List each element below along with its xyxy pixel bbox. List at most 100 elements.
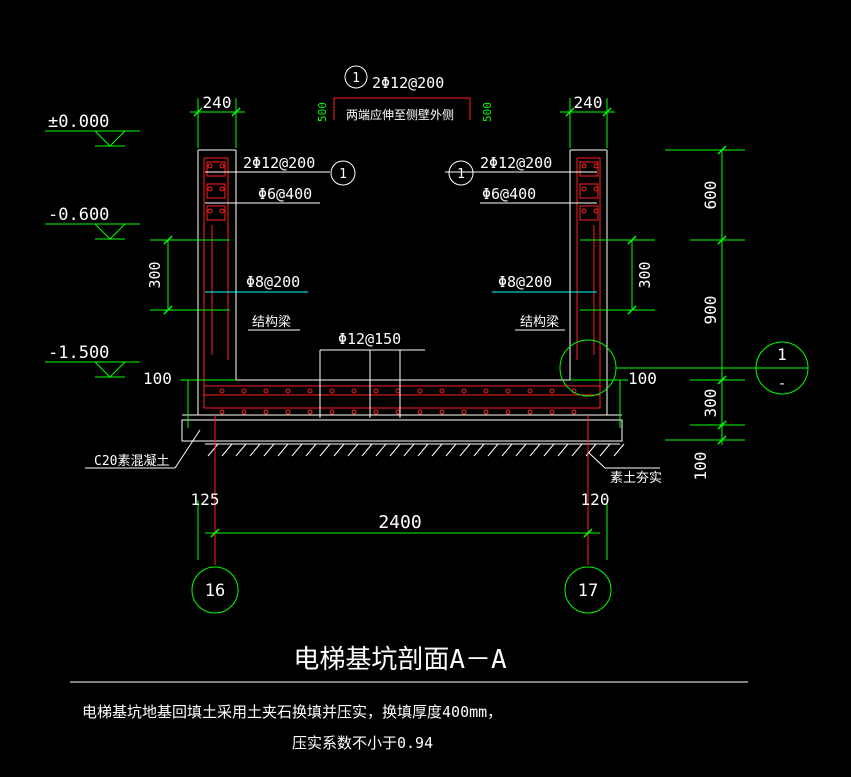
rebar-dot — [329, 409, 335, 415]
hatch-stroke — [389, 443, 401, 457]
level-2: -1.500 — [48, 343, 109, 363]
left-stirrup: Φ6@400 — [258, 185, 312, 203]
top-marker: 1 — [352, 71, 360, 86]
rebar-dot — [219, 208, 225, 214]
rebar-dot — [439, 409, 445, 415]
hatch-stroke — [501, 443, 513, 457]
hatch-stroke — [459, 443, 471, 457]
rebar-dot — [395, 409, 401, 415]
detail-marker-top: 1 — [777, 345, 787, 364]
top-note: 两端应伸至侧壁外侧 — [346, 107, 454, 122]
rebar-dot — [285, 388, 291, 394]
hatch-stroke — [445, 443, 457, 457]
rebar-dot — [307, 409, 313, 415]
right-rebar-top: 2Φ12@200 — [480, 154, 552, 172]
right-dim-900: 900 — [701, 296, 720, 325]
dimension-lines — [150, 98, 809, 614]
axis-17: 17 — [578, 581, 598, 601]
dim-2400: 2400 — [378, 512, 421, 533]
hatch-stroke — [263, 443, 275, 457]
leader-lines — [70, 171, 748, 683]
rebar-dot — [505, 409, 511, 415]
hatch-stroke — [543, 443, 555, 457]
right-stirrup: Φ6@400 — [482, 185, 536, 203]
hatch-stroke — [487, 443, 499, 457]
structure-outline — [181, 149, 623, 442]
hatch-stroke — [417, 443, 429, 457]
rebar-dot — [329, 388, 335, 394]
left-dim-300: 300 — [146, 261, 164, 288]
rebar-dot — [351, 388, 357, 394]
rebar-dot — [241, 409, 247, 415]
marker-circles — [330, 65, 474, 186]
hatch-stroke — [249, 443, 261, 457]
rebar-dot — [549, 388, 555, 394]
rebar-dot — [285, 409, 291, 415]
rebar-dot — [581, 186, 587, 192]
right-dim-300b: 300 — [701, 389, 720, 418]
hatch-stroke — [431, 443, 443, 457]
rebar-dot — [263, 388, 269, 394]
dim-right-100: 100 — [628, 369, 657, 388]
section-title: 电梯基坑剖面A－A — [293, 645, 507, 675]
rebar-dot — [439, 388, 445, 394]
right-dim-300: 300 — [636, 261, 654, 288]
note-line-2: 压实系数不小于0.94 — [292, 734, 433, 752]
axis-16: 16 — [205, 581, 225, 601]
left-beam: 结构梁 — [252, 315, 291, 330]
rebar-dot — [207, 186, 213, 192]
right-dim-100: 100 — [691, 452, 710, 481]
slab-rebar: Φ12@150 — [338, 330, 401, 348]
rebar-dot — [417, 388, 423, 394]
hatch-stroke — [333, 443, 345, 457]
hatch-stroke — [403, 443, 415, 457]
rebar-dot — [593, 208, 599, 214]
soil-hatch — [205, 443, 625, 457]
dim-120: 120 — [581, 490, 610, 509]
hatch-stroke — [235, 443, 247, 457]
rebar-dot — [527, 388, 533, 394]
level-marks — [45, 130, 140, 378]
top-right-dim: 500 — [481, 102, 494, 122]
hatch-stroke — [361, 443, 373, 457]
right-dim-600: 600 — [701, 181, 720, 210]
left-wall-width: 240 — [203, 93, 232, 112]
right-beam: 结构梁 — [520, 315, 559, 330]
dim-125: 125 — [191, 490, 220, 509]
hatch-stroke — [207, 443, 219, 457]
left-marker: 1 — [339, 167, 347, 182]
rebar-dot — [219, 186, 225, 192]
note-line-1: 电梯基坑地基回填土采用土夹石换填并压实，换填厚度400mm， — [82, 703, 502, 721]
hatch-stroke — [599, 443, 611, 457]
rebar-dot — [581, 208, 587, 214]
rebar-dot — [483, 388, 489, 394]
rebar-dot — [395, 388, 401, 394]
hatch-stroke — [305, 443, 317, 457]
hatch-stroke — [319, 443, 331, 457]
labels: 1 2Φ12@200 两端应伸至侧壁外侧 500 500 240 240 2Φ1… — [48, 71, 787, 752]
top-rebar: 2Φ12@200 — [372, 74, 444, 92]
rebar-dot — [219, 388, 225, 394]
rebar-dot — [373, 409, 379, 415]
hatch-stroke — [557, 443, 569, 457]
hatch-stroke — [529, 443, 541, 457]
concrete-label: C20素混凝土 — [94, 453, 169, 469]
hatch-stroke — [277, 443, 289, 457]
hatch-stroke — [375, 443, 387, 457]
hatch-stroke — [473, 443, 485, 457]
left-side-rebar: Φ8@200 — [246, 273, 300, 291]
rebar-dot — [593, 163, 599, 169]
level-1: -0.600 — [48, 205, 109, 225]
hatch-stroke — [221, 443, 233, 457]
rebar-lines — [203, 97, 601, 565]
hatch-stroke — [515, 443, 527, 457]
rebar-dot — [581, 163, 587, 169]
detail-marker-bottom: - — [778, 376, 786, 392]
left-rebar-top: 2Φ12@200 — [243, 154, 315, 172]
rebar-dot — [505, 388, 511, 394]
level-0: ±0.000 — [48, 112, 109, 132]
rebar-dot — [241, 388, 247, 394]
right-side-rebar: Φ8@200 — [498, 273, 552, 291]
hatch-stroke — [613, 443, 625, 457]
